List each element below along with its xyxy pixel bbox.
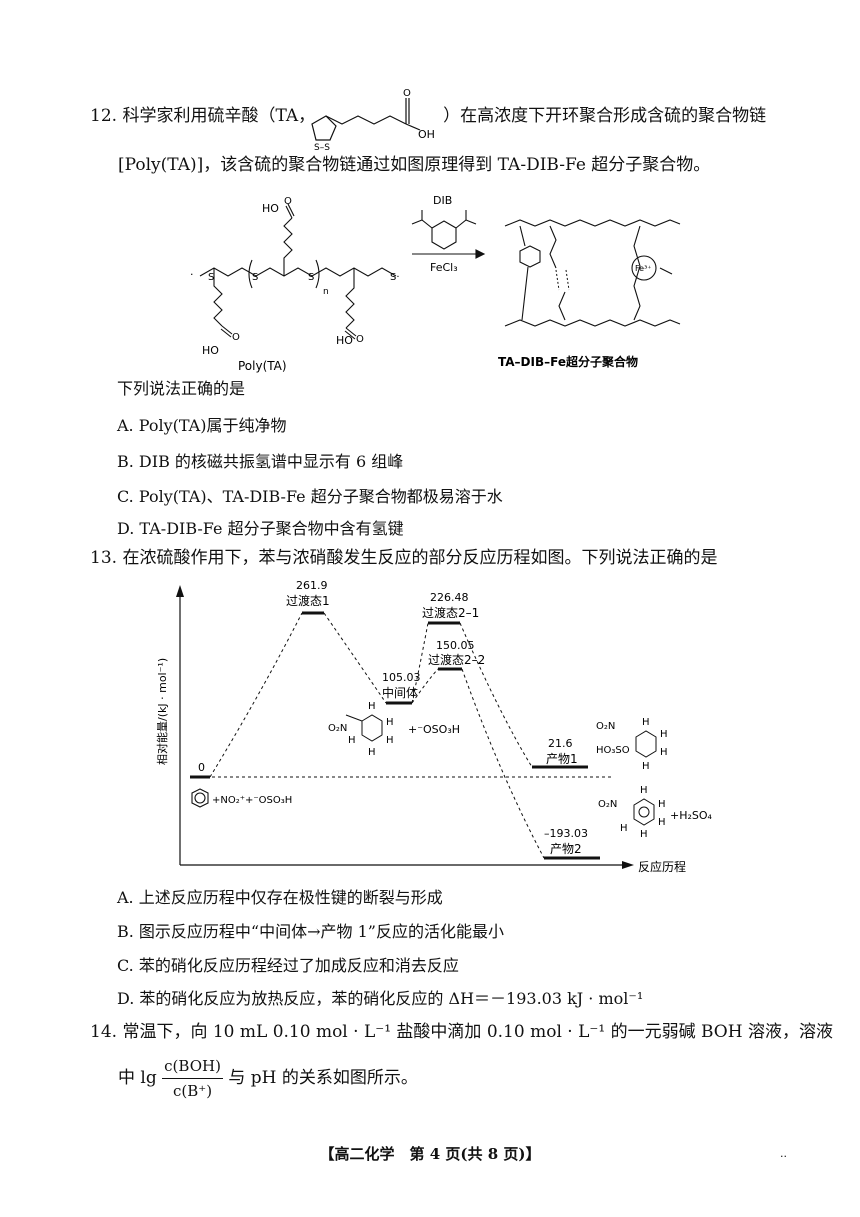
q12-line1: 12. 科学家利用硫辛酸（TA， ）在高浓度下开环聚合形成含硫的聚合物链 [90,104,766,128]
poly-ho-top: HO [262,202,279,215]
svg-text:O: O [356,334,364,345]
q13-option-a: A. 上述反应历程中仅存在极性键的断裂与形成 [117,888,443,907]
reagent-dib: DIB [433,196,452,207]
ta-structure: O OH S–S [311,88,435,152]
q12-option-a: A. Poly(TA)属于纯净物 [117,416,287,435]
label-product1-name: 产物1 [546,752,578,766]
q14-frac-den: c(B⁺) [173,1082,213,1100]
svg-text:O: O [284,196,292,207]
intermediate-h-bottom: H [368,747,376,758]
page-footer: 【高二化学 第 4 页(共 8 页)】 [319,1145,541,1163]
product1-h-right2: H [660,747,668,758]
q13-stem: 13. 在浓硫酸作用下，苯与浓硝酸发生反应的部分反应历程如图。下列说法正确的是 [90,548,718,568]
product1-no2: O₂N [596,721,615,732]
label-product2-value: –193.03 [544,827,588,840]
product1-h-top: H [642,717,650,728]
label-ts1-value: 261.9 [296,579,328,592]
product2-h-top: H [640,785,648,796]
product-label: TA–DIB–Fe超分子聚合物 [498,354,638,369]
intermediate-h-right2: H [386,735,394,746]
intermediate-structure [345,714,383,742]
y-axis-label: 相对能量/(kJ · mol⁻¹) [155,658,169,765]
fe-label: Fe³⁺ [635,264,652,273]
ta-ss-label: S–S [314,143,330,152]
label-product2-name: 产物2 [550,842,582,856]
q14-line2: 中 lg c(BOH) c(B⁺) 与 pH 的关系如图所示。 [118,1054,418,1103]
poly-n-sub: n [323,287,329,297]
product2-h-right: H [658,799,666,810]
q12-line2: [Poly(TA)]，该含硫的聚合物链通过如图原理得到 TA-DIB-Fe 超分… [118,155,711,175]
poly-ho-right: HO [336,334,353,347]
intermediate-add: +⁻OSO₃H [408,723,460,736]
svg-text:S·: S· [390,272,400,283]
label-product1-value: 21.6 [548,737,573,750]
x-axis-label: 反应历程 [638,859,686,874]
intermediate-h-top: H [368,701,376,712]
label-ts1-name: 过渡态1 [286,593,330,608]
svg-text:S: S [208,272,214,283]
q12-option-b: B. DIB 的核磁共振氢谱中显示有 6 组峰 [117,452,404,471]
q14-frac-num: c(BOH) [162,1054,223,1079]
svg-text:O: O [232,332,240,343]
q13-option-d: D. 苯的硝化反应为放热反应，苯的硝化反应的 ΔH＝－193.03 kJ · m… [117,989,644,1008]
label-ts2-1-value: 226.48 [430,591,469,604]
q14-line2-a: 中 lg [118,1068,157,1088]
q13-option-c: C. 苯的硝化反应历程经过了加成反应和消去反应 [117,956,459,975]
q14-line1: 14. 常温下，向 10 mL 0.10 mol · L⁻¹ 盐酸中滴加 0.1… [90,1022,833,1042]
product1-structure [635,730,657,758]
label-reactant-value: 0 [198,761,205,774]
product1-h-right: H [660,729,668,740]
product2-structure [633,798,655,826]
intermediate-h-left: H [348,735,356,746]
label-ts2-2-value: 150.05 [436,639,475,652]
svg-text:S: S [252,272,258,283]
svg-text:·: · [190,268,194,281]
poly-ta-label: Poly(TA) [238,359,287,373]
label-intermediate-value: 105.03 [382,671,421,684]
q12-option-c: C. Poly(TA)、TA-DIB-Fe 超分子聚合物都极易溶于水 [117,487,503,506]
intermediate-no2: O₂N [328,723,347,734]
poly-ho-left: HO [202,344,219,357]
ta-oh-label: OH [418,128,435,141]
q12-line1-a: 12. 科学家利用硫辛酸（TA， [90,106,316,126]
product2-h-bottom: H [640,829,648,840]
q14-fraction: c(BOH) c(B⁺) [162,1054,223,1103]
svg-text:O: O [403,88,411,99]
energy-diagram: 反应历程 相对能量/(kJ · mol⁻¹) 0 261.9 过渡态1 105.… [155,579,713,874]
q12-line1-b: ）在高浓度下开环聚合形成含硫的聚合物链 [443,106,767,126]
benzene-reactant [191,788,209,808]
corner-mark: ·· [780,1150,787,1163]
label-ts2-2-name: 过渡态2–2 [428,652,485,667]
reactants-text: +NO₂⁺+⁻OSO₃H [212,795,292,806]
label-ts2-1-name: 过渡态2–1 [422,605,479,620]
q12-option-d: D. TA-DIB-Fe 超分子聚合物中含有氢键 [117,519,404,538]
poly-ta-scheme: · S S S n S· HO HO HO O O O DIB FeCl₃ Fe… [190,196,681,373]
intermediate-h-right: H [386,717,394,728]
product1-hso3: HO₃SO [596,745,630,756]
product2-no2: O₂N [598,799,617,810]
svg-text:S: S [308,272,314,283]
product2-h-left: H [620,823,628,834]
q13-option-b: B. 图示反应历程中“中间体→产物 1”反应的活化能最小 [117,922,504,941]
product2-add: +H₂SO₄ [670,809,713,822]
product2-h-right2: H [658,817,666,828]
q12-stem: 下列说法正确的是 [117,379,246,398]
reagent-fecl3: FeCl₃ [430,261,458,274]
q14-line2-b: 与 pH 的关系如图所示。 [228,1068,418,1088]
product1-h-bottom: H [642,761,650,772]
label-intermediate-name: 中间体 [382,685,418,700]
